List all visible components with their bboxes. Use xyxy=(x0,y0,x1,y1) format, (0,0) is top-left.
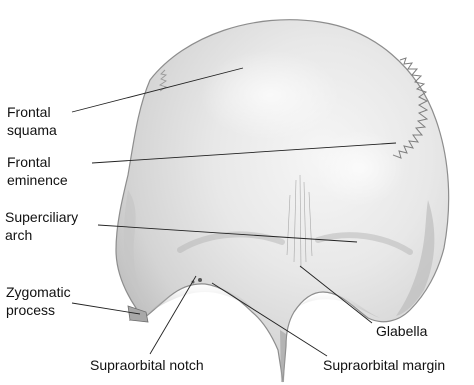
supraorbital-notch-mark xyxy=(198,278,202,282)
label-superciliary-arch: Superciliary arch xyxy=(5,208,78,244)
label-glabella: Glabella xyxy=(376,322,427,340)
label-zygomatic-process-line2: process xyxy=(6,301,71,319)
label-frontal-squama-line2: squama xyxy=(7,121,57,139)
label-zygomatic-process-line1: Zygomatic xyxy=(6,283,71,301)
label-zygomatic-process: Zygomatic process xyxy=(6,283,71,319)
frontal-eminence-highlight xyxy=(315,130,405,206)
label-frontal-squama: Frontal squama xyxy=(7,103,57,139)
label-supraorbital-notch: Supraorbital notch xyxy=(90,356,204,374)
label-superciliary-arch-line1: Superciliary xyxy=(5,208,78,226)
label-supraorbital-margin: Supraorbital margin xyxy=(323,356,445,374)
label-superciliary-arch-line2: arch xyxy=(5,226,78,244)
label-frontal-squama-line1: Frontal xyxy=(7,103,57,121)
label-frontal-eminence: Frontal eminence xyxy=(7,153,68,189)
label-frontal-eminence-line1: Frontal xyxy=(7,153,68,171)
frontal-squama-highlight xyxy=(200,50,340,140)
label-frontal-eminence-line2: eminence xyxy=(7,171,68,189)
